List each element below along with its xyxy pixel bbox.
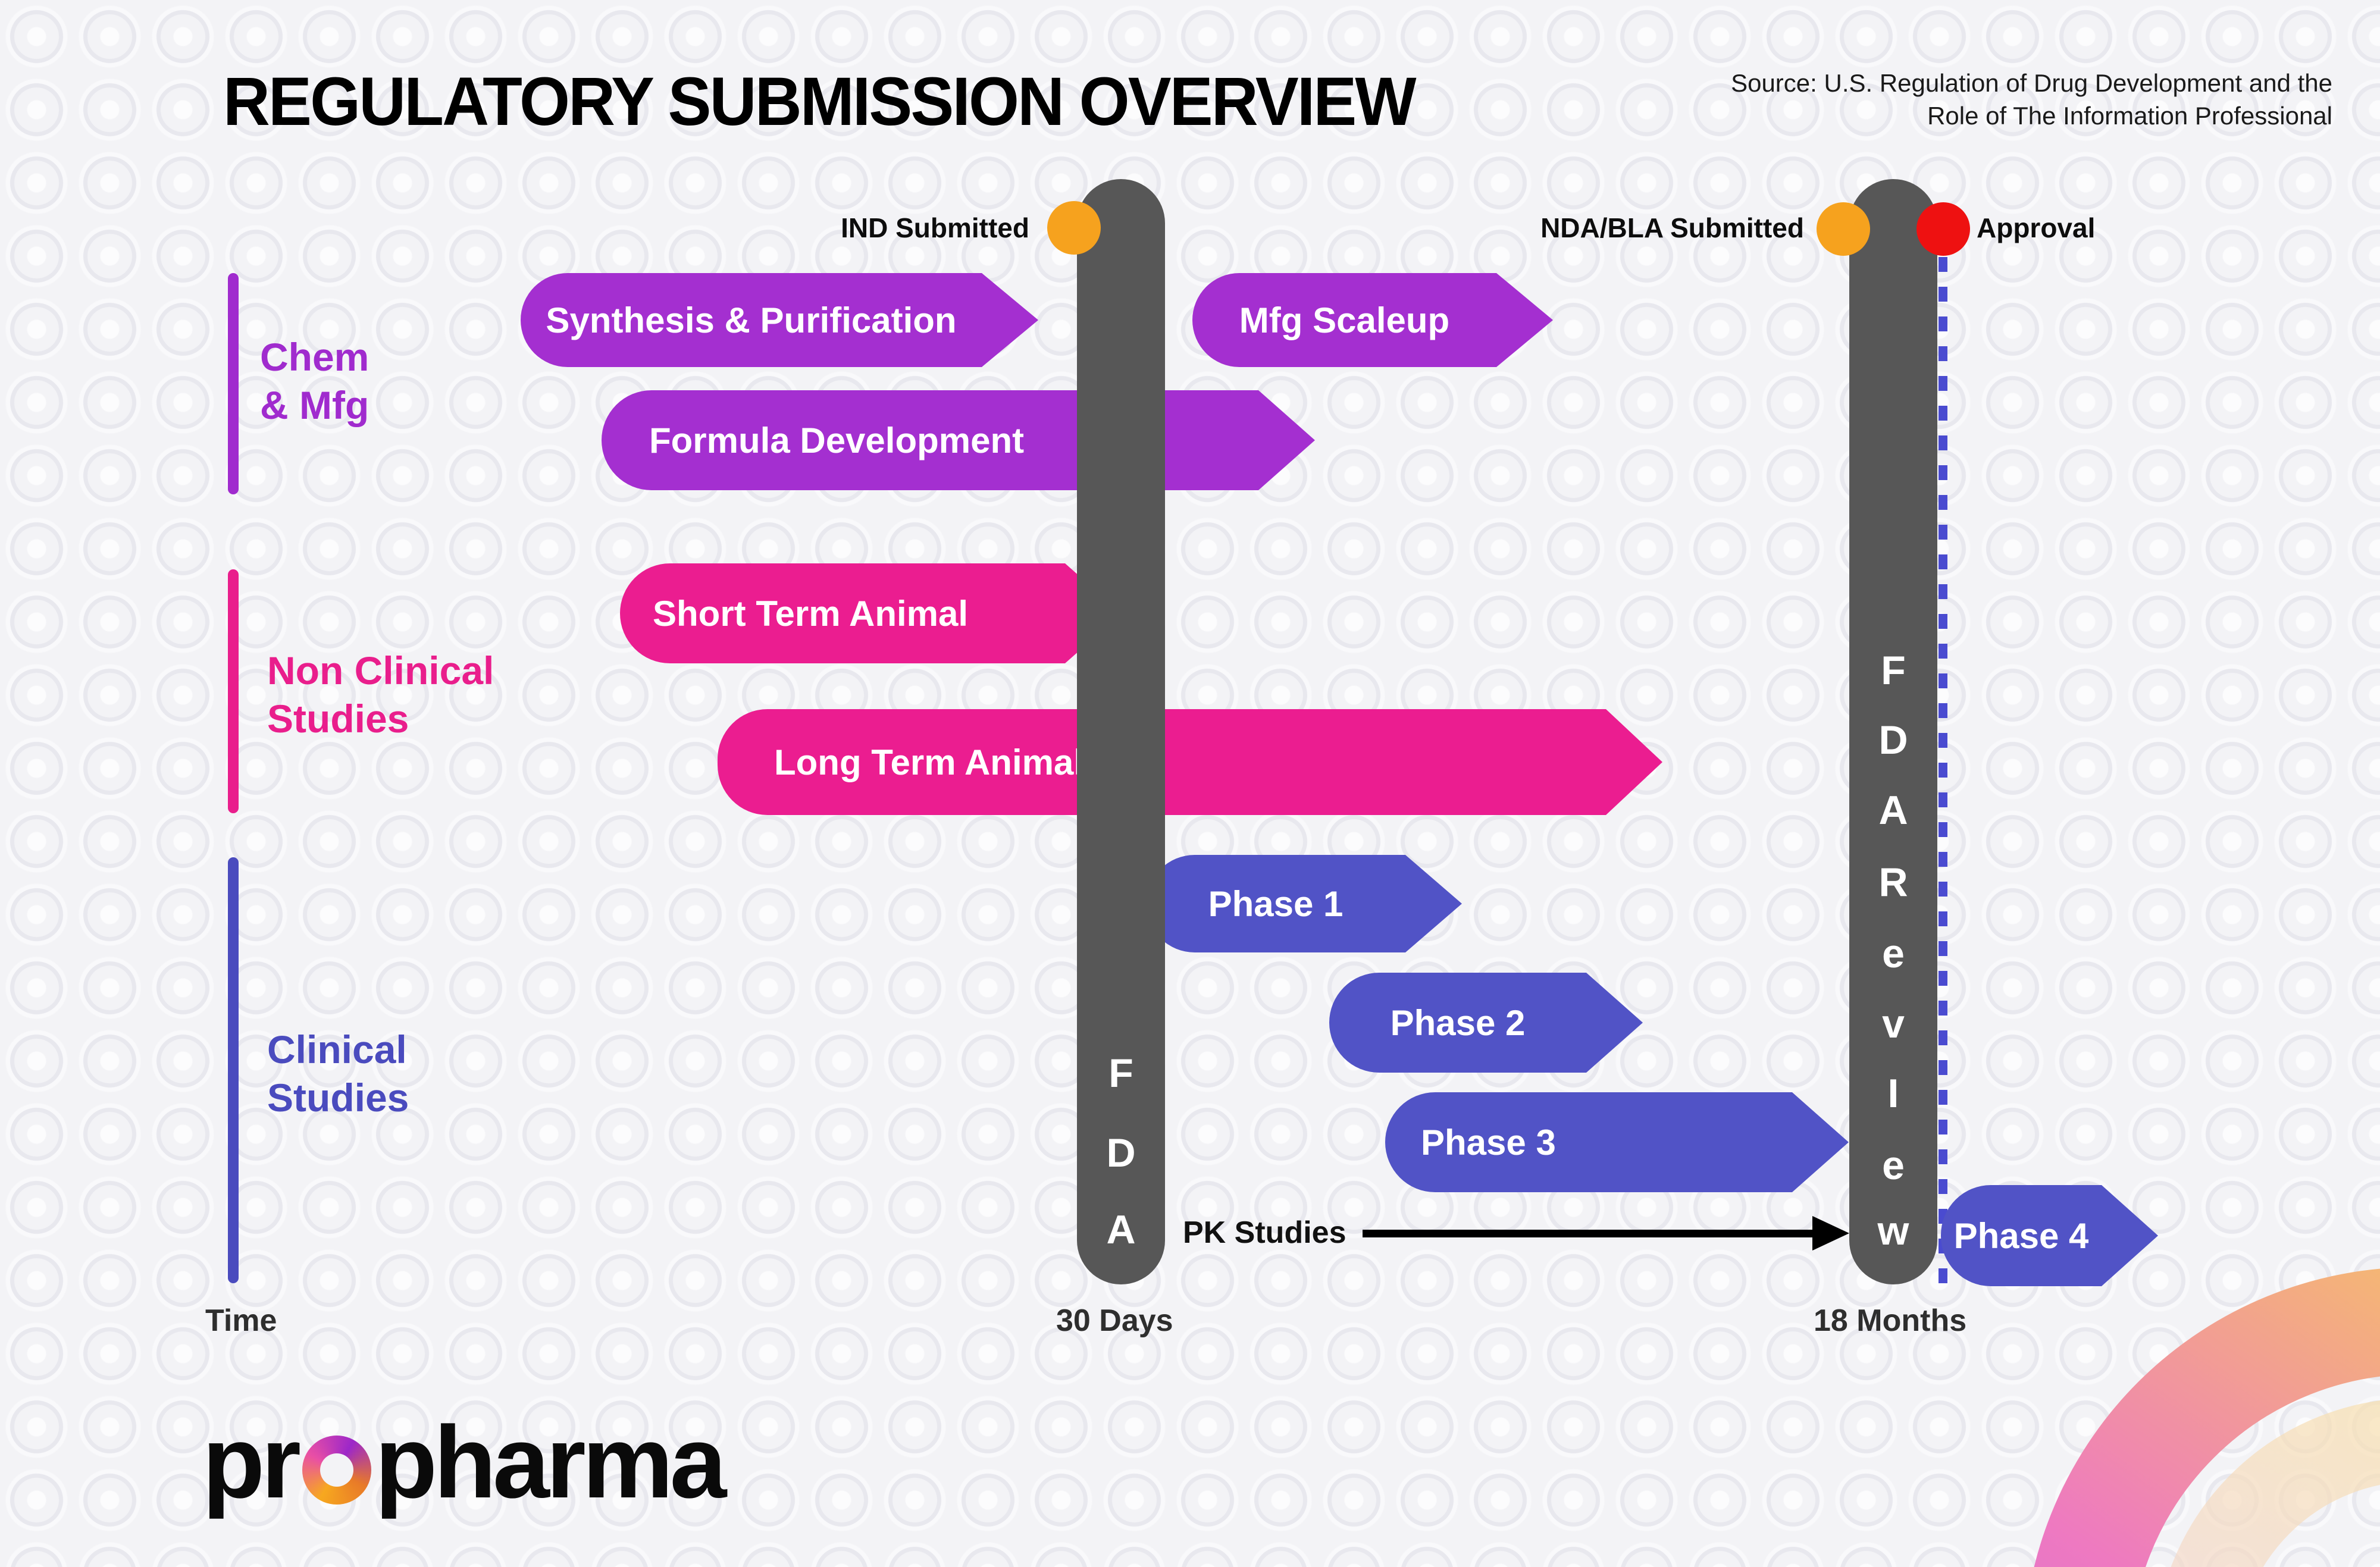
arrow-body: Phase 1: [1146, 855, 1405, 952]
fda-review-bar: F D A R e v I e w: [1849, 179, 1937, 1284]
arrow-tip: [1586, 973, 1643, 1073]
non-clinical-label-line1: Non Clinical: [267, 648, 494, 692]
approval-dashed-line: [1939, 257, 1947, 1284]
arrow-label: Mfg Scaleup: [1239, 300, 1450, 340]
bar-letter: D: [1106, 1130, 1136, 1176]
chem-mfg-label-line1: Chem: [260, 335, 369, 379]
logo-text-prefix: pr: [202, 1405, 301, 1519]
thirty-days-label: 30 Days: [1056, 1303, 1173, 1338]
bar-letter: F: [1108, 1051, 1133, 1096]
arrow-tip: [2102, 1185, 2158, 1286]
arrow-label: Synthesis & Purification: [546, 300, 957, 340]
arrow-tip: [1496, 273, 1553, 367]
time-axis-label: Time: [205, 1303, 277, 1338]
arrow-body: Phase 3: [1385, 1092, 1792, 1192]
arrow-tip: [1405, 855, 1462, 952]
source-attribution: Source: U.S. Regulation of Drug Developm…: [1731, 67, 2332, 133]
clinical-category-label: Clinical Studies: [267, 1026, 409, 1121]
arrow-body: Phase 4: [1941, 1185, 2102, 1286]
arrow-tip: [1792, 1092, 1849, 1192]
arrow-phase-4: Phase 4: [1941, 1185, 2158, 1286]
nda-bla-submitted-label: NDA/BLA Submitted: [1540, 212, 1804, 243]
logo-gradient-o-icon: [302, 1436, 371, 1505]
bar-letter: w: [1877, 1208, 1909, 1253]
page-title: REGULATORY SUBMISSION OVERVIEW: [223, 64, 1417, 140]
arrow-label: Phase 1: [1208, 883, 1344, 924]
bar-letter: v: [1882, 1001, 1905, 1046]
ind-submitted-label: IND Submitted: [841, 212, 1029, 243]
arrow-body: Synthesis & Purification: [521, 273, 982, 367]
arrow-synthesis-purification: Synthesis & Purification: [521, 273, 1038, 367]
clinical-label-line2: Studies: [267, 1075, 409, 1120]
arrow-label: Phase 3: [1421, 1122, 1556, 1162]
source-line-1: Source: U.S. Regulation of Drug Developm…: [1731, 69, 2332, 97]
pk-studies-arrowhead-icon: [1812, 1216, 1849, 1251]
arrow-tip: [1258, 390, 1315, 490]
chem-mfg-category-label: Chem & Mfg: [260, 333, 369, 429]
arrow-formula-development: Formula Development: [602, 390, 1315, 490]
ind-submitted-dot: [1047, 201, 1101, 255]
bar-letter: R: [1878, 860, 1908, 905]
arrow-tip: [982, 273, 1038, 367]
arrow-tip: [1606, 709, 1662, 815]
bar-letter: e: [1882, 931, 1905, 976]
clinical-category-line: [228, 857, 239, 1283]
arrow-label: Phase 4: [1953, 1215, 2089, 1256]
fda-30-day-review-bar: F D A: [1077, 179, 1165, 1284]
arrow-short-term-animal: Short Term Animal: [620, 563, 1122, 663]
arrow-label: Long Term Animal: [774, 742, 1084, 782]
arrow-long-term-animal: Long Term Animal: [718, 709, 1662, 815]
arrow-body: Mfg Scaleup: [1192, 273, 1496, 367]
arrow-body: Phase 2: [1329, 973, 1586, 1073]
bar-letter: A: [1106, 1207, 1136, 1252]
arrow-phase-2: Phase 2: [1329, 973, 1643, 1073]
source-line-2: Role of The Information Professional: [1927, 102, 2332, 130]
clinical-label-line1: Clinical: [267, 1027, 407, 1071]
arrow-phase-1: Phase 1: [1146, 855, 1462, 952]
bar-letter: D: [1878, 717, 1908, 763]
approval-label: Approval: [1977, 212, 2096, 243]
arrow-label: Phase 2: [1390, 1002, 1526, 1043]
approval-dot: [1916, 202, 1970, 256]
non-clinical-category-label: Non Clinical Studies: [267, 647, 494, 742]
propharma-logo: pr pharma: [202, 1405, 726, 1519]
pk-studies-label: PK Studies: [1183, 1215, 1346, 1250]
non-clinical-category-line: [228, 569, 239, 813]
bar-letter: A: [1878, 788, 1908, 833]
bar-letter: e: [1882, 1143, 1905, 1188]
pk-studies-arrow-line: [1363, 1230, 1815, 1237]
eighteen-months-label: 18 Months: [1814, 1303, 1967, 1338]
bar-letter: I: [1887, 1071, 1899, 1116]
non-clinical-label-line2: Studies: [267, 696, 409, 741]
chem-mfg-label-line2: & Mfg: [260, 383, 369, 427]
logo-text-suffix: pharma: [375, 1405, 726, 1519]
chem-mfg-category-line: [228, 273, 239, 494]
bar-letter: F: [1881, 648, 1906, 693]
arrow-label: Short Term Animal: [653, 593, 969, 634]
arrow-mfg-scaleup: Mfg Scaleup: [1192, 273, 1553, 367]
arrow-label: Formula Development: [649, 420, 1025, 460]
arrow-body: Short Term Animal: [620, 563, 1065, 663]
nda-bla-submitted-dot: [1817, 202, 1870, 256]
arrow-phase-3: Phase 3: [1385, 1092, 1849, 1192]
